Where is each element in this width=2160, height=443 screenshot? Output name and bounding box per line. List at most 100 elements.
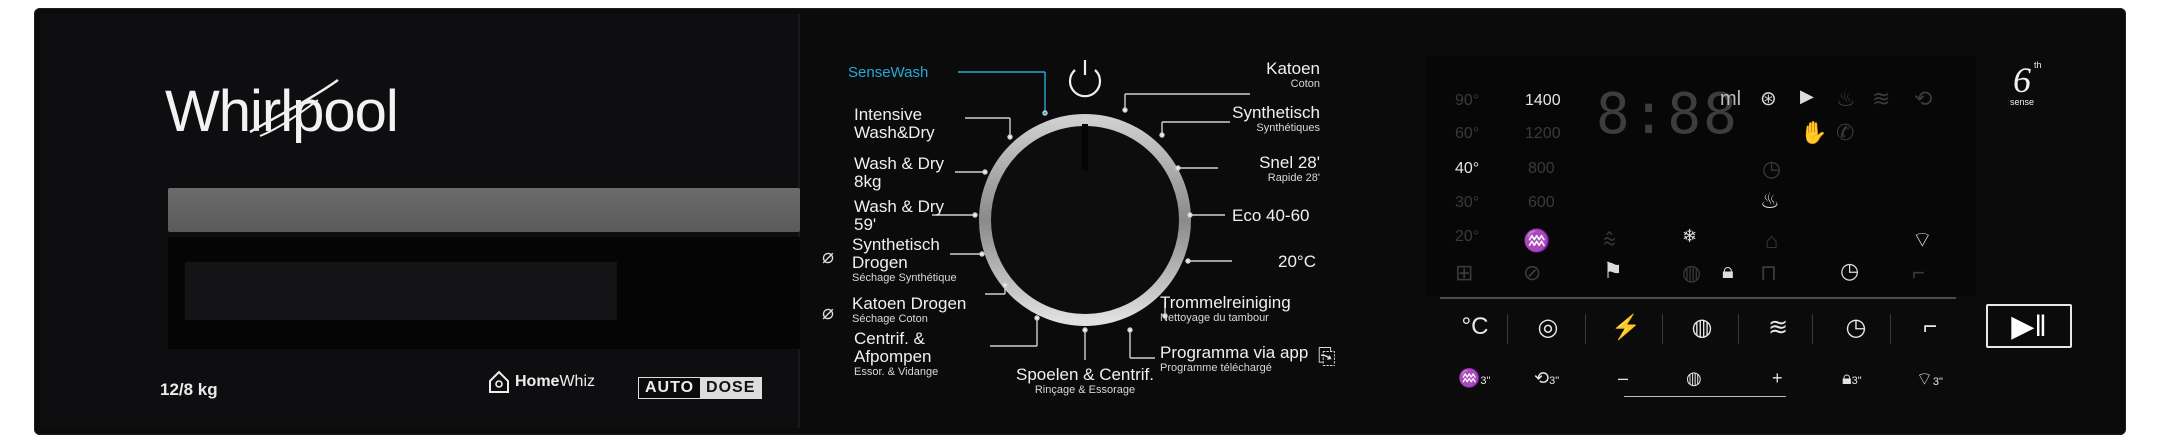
homewhiz-home: Home bbox=[515, 373, 560, 390]
drawer-compartment bbox=[185, 262, 617, 320]
program-cotton-dry[interactable]: Katoen Drogen Séchage Coton bbox=[852, 295, 966, 326]
divider bbox=[1738, 314, 1739, 344]
drum-icon: ⊞ bbox=[1455, 260, 1474, 285]
homewhiz-icon bbox=[489, 370, 509, 393]
dose-plus-button[interactable]: + bbox=[1772, 368, 1783, 388]
door-icon: ⌐ bbox=[1912, 260, 1925, 285]
basket-small-icon: ⊓ bbox=[1760, 260, 1778, 285]
wifi-icon: ⌔ bbox=[1912, 227, 1933, 252]
sixth-word: sense bbox=[2010, 97, 2035, 107]
program-synthetic[interactable]: Synthetisch Synthétiques bbox=[1190, 104, 1320, 135]
rinse-spin-sub: Rinçage & Essorage bbox=[1034, 384, 1136, 396]
quick-sub: Rapide 28' bbox=[1267, 172, 1320, 184]
spin-button[interactable]: ◎ bbox=[1537, 314, 1559, 341]
via-app-main: Programma via app bbox=[1160, 343, 1309, 362]
steam-icon: ♨ bbox=[1836, 86, 1856, 111]
divider bbox=[1812, 314, 1813, 344]
program-wash-dry-8kg[interactable]: Wash & Dry 8kg bbox=[854, 154, 945, 191]
ml-unit: ml bbox=[1720, 88, 1742, 110]
drum-clean-sub: Nettoyage du tambour bbox=[1160, 312, 1269, 324]
program-intensive-wash-dry[interactable]: Intensive Wash&Dry bbox=[854, 105, 935, 142]
divider bbox=[1890, 314, 1891, 344]
hand-icon: ✋ bbox=[1800, 120, 1828, 145]
homewhiz-logo: HomeWhiz bbox=[487, 369, 595, 395]
display-separator bbox=[1440, 297, 1956, 299]
capacity-label: 12/8 kg bbox=[160, 380, 218, 399]
phone-icon: ✆ bbox=[1836, 120, 1855, 145]
cotton-dry-main: Katoen Drogen bbox=[852, 294, 967, 313]
program-drum-clean[interactable]: Trommelreiniging Nettoyage du tambour bbox=[1160, 294, 1291, 325]
spin-1200: 1200 bbox=[1525, 125, 1561, 142]
autodose-indicator-icon: ⊛ bbox=[1760, 88, 1777, 110]
divider bbox=[1662, 314, 1663, 344]
no-iron-dry-icon: ⌀ bbox=[822, 246, 835, 268]
temperature-button[interactable]: °C bbox=[1461, 313, 1489, 340]
autodose-badge: AUTO DOSE bbox=[638, 377, 763, 399]
program-wash-dry-59[interactable]: Wash & Dry 59' bbox=[854, 197, 945, 234]
temp-60: 60° bbox=[1455, 125, 1480, 142]
reset-3s[interactable]: ⟲3" bbox=[1534, 368, 1560, 388]
dose-minus-button[interactable]: – bbox=[1618, 368, 1629, 388]
time-display: 8:88 bbox=[1596, 82, 1739, 147]
lock-icon: 🔒︎ bbox=[1722, 258, 1734, 283]
steam-wave-icon: ≋ bbox=[1872, 86, 1891, 111]
cotton-dry-sub: Séchage Coton bbox=[852, 313, 928, 325]
program-via-app[interactable]: Programma via app Programme téléchargé bbox=[1160, 344, 1308, 375]
dose-level-icon: ◍ bbox=[1686, 368, 1702, 388]
rinse-spin-main: Spoelen & Centrif. bbox=[1016, 365, 1154, 384]
sixth-sense-logo: 6 th sense bbox=[2010, 60, 2042, 107]
cotton-main: Katoen bbox=[1266, 59, 1320, 78]
synthetic-dry-main: Synthetisch Drogen bbox=[852, 235, 940, 272]
detergent-level-icon: ❄ bbox=[1682, 226, 1698, 246]
start-pause-button[interactable]: ▶‖ bbox=[1986, 304, 2072, 348]
wifi-3s[interactable]: ⌔3" bbox=[1916, 369, 1943, 389]
program-spin-drain[interactable]: Centrif. & Afpompen Essor. & Vidange bbox=[854, 330, 954, 379]
divider bbox=[1507, 314, 1508, 344]
basket-icon: ⌂ bbox=[1765, 228, 1779, 253]
divider bbox=[1585, 314, 1586, 344]
drum-clean-main: Trommelreiniging bbox=[1160, 293, 1291, 312]
child-lock-3s[interactable]: 🔒︎3" bbox=[1842, 368, 1862, 388]
temp-30: 30° bbox=[1455, 194, 1480, 211]
quick-main: Snel 28' bbox=[1259, 153, 1320, 172]
play-pause-icon: ▶‖ bbox=[2011, 310, 2047, 343]
sixth-suffix: th bbox=[2034, 60, 2042, 70]
reset-icon: ⟲ bbox=[1914, 86, 1933, 111]
program-rinse-spin[interactable]: Spoelen & Centrif. Rinçage & Essorage bbox=[1010, 366, 1160, 397]
via-app-sub: Programme téléchargé bbox=[1160, 362, 1272, 374]
brand-logo: Whirlpool bbox=[165, 79, 399, 144]
water-drop-icon: ⩯ bbox=[1603, 228, 1616, 253]
timer-icon: ◷ bbox=[1762, 156, 1782, 181]
autodose-auto: AUTO bbox=[639, 378, 701, 398]
delay-timer-icon: ◷ bbox=[1840, 258, 1860, 283]
synthetic-dry-sub: Séchage Synthétique bbox=[852, 272, 957, 284]
rinse-hold-icon: ♒ bbox=[1523, 228, 1551, 253]
temp-20: 20° bbox=[1455, 228, 1480, 245]
spin-1400: 1400 bbox=[1525, 92, 1561, 109]
program-cotton[interactable]: Katoen Coton bbox=[1240, 60, 1320, 91]
rinse-hold-3s[interactable]: ♒3" bbox=[1458, 368, 1491, 388]
no-iron-dry-icon: ⌀ bbox=[822, 302, 835, 324]
dose-slider-track[interactable] bbox=[1624, 396, 1786, 397]
delay-button[interactable]: ◷ bbox=[1845, 314, 1867, 341]
homewhiz-whiz: Whiz bbox=[559, 373, 596, 390]
spin-600: 600 bbox=[1528, 194, 1555, 211]
steam-button[interactable]: ≋ bbox=[1767, 314, 1789, 341]
pot-icon: ♨ bbox=[1760, 188, 1780, 213]
cotton-sub: Coton bbox=[1290, 78, 1320, 90]
synthetic-main: Synthetisch bbox=[1232, 103, 1320, 122]
program-sensewash[interactable]: SenseWash bbox=[848, 64, 929, 81]
program-synthetic-dry[interactable]: Synthetisch Drogen Séchage Synthétique bbox=[852, 236, 957, 285]
program-eco-40-60[interactable]: Eco 40-60 bbox=[1232, 206, 1310, 225]
dry-level-button[interactable]: ⌐ bbox=[1922, 313, 1937, 340]
stain-button[interactable]: ⚡ bbox=[1611, 314, 1641, 341]
drawer-handle[interactable] bbox=[168, 188, 800, 232]
dose-icon: ◍ bbox=[1682, 260, 1702, 285]
no-spin-icon: ⊘ bbox=[1523, 260, 1542, 285]
dosing-button[interactable]: ◍ bbox=[1691, 314, 1713, 341]
spin-drain-sub: Essor. & Vidange bbox=[854, 366, 939, 378]
program-20c[interactable]: 20°C bbox=[1278, 252, 1316, 271]
download-program-icon: ⎘ bbox=[1318, 344, 1336, 369]
program-quick-28[interactable]: Snel 28' Rapide 28' bbox=[1210, 154, 1320, 185]
